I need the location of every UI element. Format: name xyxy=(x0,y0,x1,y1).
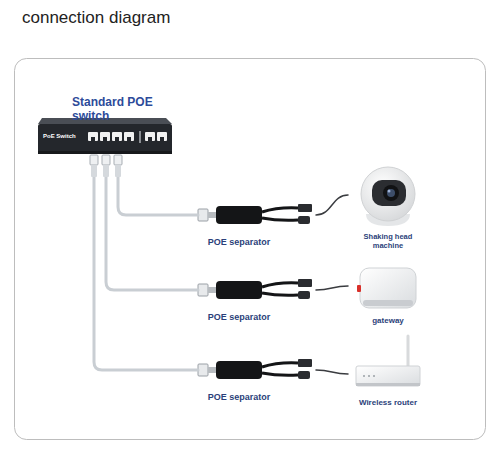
node-label: POE separator xyxy=(198,392,280,402)
cable-connector xyxy=(106,158,198,290)
poe-separator-body xyxy=(198,204,312,379)
switch-node: Standard POE switchPoE Switch xyxy=(36,96,176,158)
device-node: gateway xyxy=(348,262,428,330)
node-label: Wireless router xyxy=(348,398,428,407)
separator-node: POE separator xyxy=(198,199,316,251)
node-label: POE separator xyxy=(198,312,280,322)
camera-illustration xyxy=(361,167,415,226)
node-label: gateway xyxy=(348,316,428,325)
node-heading: Standard POE switch xyxy=(72,96,182,124)
node-label: Shaking head machine xyxy=(358,233,418,250)
frame xyxy=(15,59,486,440)
cable-connector xyxy=(94,158,198,370)
router-illustration xyxy=(356,336,420,386)
separator-node: POE separator xyxy=(198,354,316,406)
device-label: PoE Switch xyxy=(43,133,88,140)
cable-line xyxy=(316,370,348,374)
cable-connector xyxy=(316,370,348,374)
diagram-title: connection diagram xyxy=(22,8,170,28)
switch-device xyxy=(38,118,172,154)
cable-line xyxy=(316,286,348,290)
rj45-plug xyxy=(90,155,122,177)
cable-line xyxy=(94,158,198,370)
cable-line xyxy=(106,158,198,290)
device-node: Shaking head machine xyxy=(348,163,428,255)
cable-connector xyxy=(118,158,198,215)
cable-line xyxy=(118,158,198,215)
cable-connector xyxy=(316,195,348,215)
device-node: Wireless router xyxy=(348,334,428,412)
cable-connector xyxy=(316,286,348,290)
cable-line xyxy=(316,195,348,215)
separator-node: POE separator xyxy=(198,274,316,326)
node-label: POE separator xyxy=(198,237,280,247)
gateway-illustration xyxy=(357,268,416,308)
